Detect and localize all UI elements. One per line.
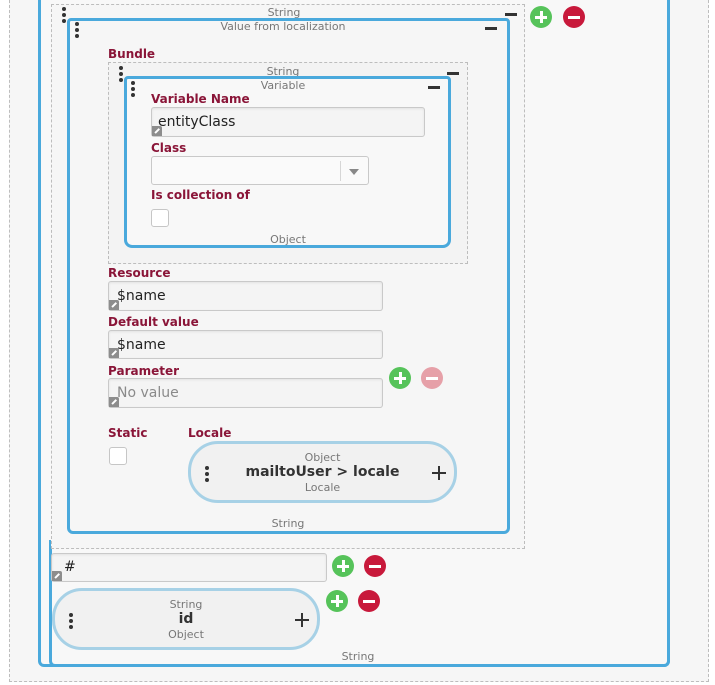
localization-block-title: Value from localization xyxy=(220,20,346,33)
default-value-label: Default value xyxy=(108,315,199,329)
drag-handle-icon[interactable] xyxy=(205,466,211,484)
resource-value: $name xyxy=(117,288,166,304)
remove-button[interactable] xyxy=(563,6,585,28)
bundle-string-title: String xyxy=(266,65,300,78)
static-label: Static xyxy=(108,426,148,440)
id-pill[interactable]: String id Object xyxy=(52,588,320,650)
variable-block-title: Variable xyxy=(260,79,306,92)
expand-icon[interactable] xyxy=(52,571,62,581)
hash-input[interactable]: # xyxy=(51,553,327,582)
remove-hash-button[interactable] xyxy=(364,555,386,577)
resource-input[interactable]: $name xyxy=(108,281,383,311)
remove-id-button[interactable] xyxy=(358,590,380,612)
locale-label: Locale xyxy=(188,426,232,440)
chevron-down-icon[interactable] xyxy=(349,169,359,175)
drag-handle-icon[interactable] xyxy=(62,7,68,25)
is-collection-checkbox[interactable] xyxy=(151,209,169,227)
parameter-placeholder: No value xyxy=(117,385,179,401)
class-label: Class xyxy=(151,141,187,155)
resource-label: Resource xyxy=(108,266,171,280)
expand-icon[interactable] xyxy=(109,397,119,407)
default-value-input[interactable]: $name xyxy=(108,330,383,359)
collapse-icon[interactable] xyxy=(447,72,459,75)
id-pill-main: id xyxy=(178,611,194,627)
hash-value: # xyxy=(64,559,76,575)
drag-handle-icon[interactable] xyxy=(69,613,75,631)
variable-name-label: Variable Name xyxy=(151,92,250,106)
class-select[interactable] xyxy=(151,156,369,185)
is-collection-label: Is collection of xyxy=(151,188,250,202)
expand-icon[interactable] xyxy=(109,348,119,358)
parameter-input[interactable]: No value xyxy=(108,378,383,408)
variable-name-value: entityClass xyxy=(158,114,236,130)
locale-pill-top: Object xyxy=(304,451,341,464)
id-pill-top: String xyxy=(169,598,203,611)
add-parameter-button[interactable] xyxy=(389,367,411,389)
expand-icon[interactable] xyxy=(152,126,162,136)
locale-pill-main: mailtoUser > locale xyxy=(245,464,400,480)
locale-pill-bottom: Locale xyxy=(304,481,341,494)
outer-string-footer: String xyxy=(341,650,375,663)
add-button[interactable] xyxy=(530,6,552,28)
remove-parameter-button[interactable] xyxy=(421,367,443,389)
parameter-label: Parameter xyxy=(108,364,180,378)
select-divider xyxy=(340,161,341,181)
drag-handle-icon[interactable] xyxy=(131,81,137,99)
add-hash-button[interactable] xyxy=(332,555,354,577)
add-id-button[interactable] xyxy=(326,590,348,612)
string-block-title: String xyxy=(267,6,301,19)
static-checkbox[interactable] xyxy=(109,447,127,465)
variable-name-input[interactable]: entityClass xyxy=(151,107,425,137)
default-value-value: $name xyxy=(117,337,166,353)
id-pill-bottom: Object xyxy=(168,628,204,641)
collapse-icon[interactable] xyxy=(505,13,517,16)
drag-handle-icon[interactable] xyxy=(75,22,81,40)
expand-icon[interactable] xyxy=(109,300,119,310)
drag-handle-icon[interactable] xyxy=(119,66,125,84)
variable-block-footer: Object xyxy=(270,233,306,246)
add-icon[interactable] xyxy=(432,466,446,480)
bundle-label: Bundle xyxy=(108,47,156,61)
collapse-icon[interactable] xyxy=(485,27,497,30)
add-icon[interactable] xyxy=(295,613,309,627)
locale-pill[interactable]: Object mailtoUser > locale Locale xyxy=(188,441,457,503)
collapse-icon[interactable] xyxy=(428,86,440,89)
localization-block-footer: String xyxy=(271,517,305,530)
